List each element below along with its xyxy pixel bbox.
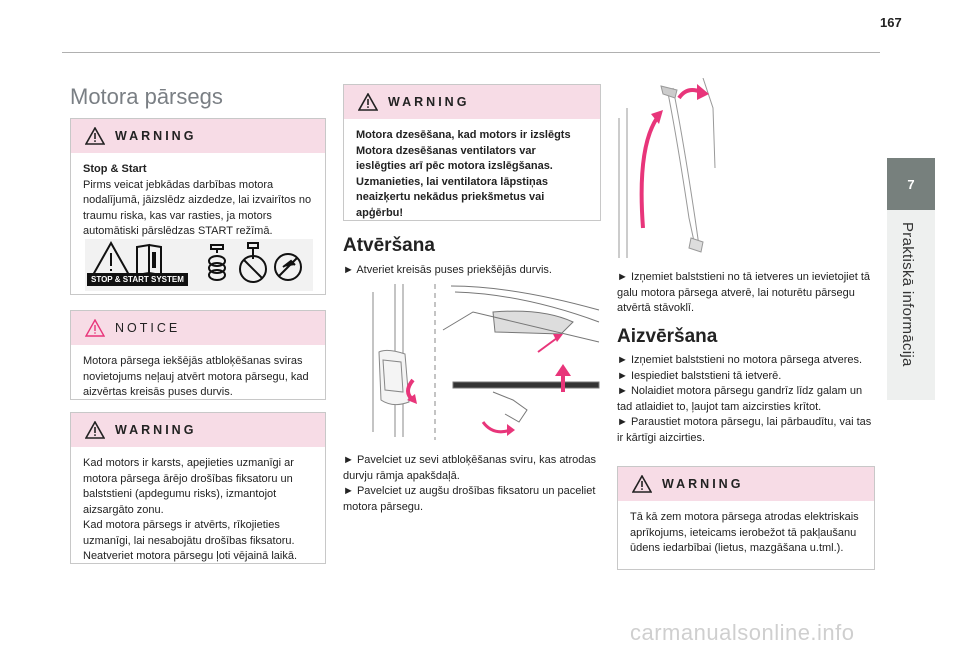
opening-step-1: ► Atveriet kreisās puses priekšējās durv… [343,264,552,276]
warning-body: Tā kā zem motora pārsega atrodas elektri… [630,511,859,554]
warning-label: WARNING [388,95,470,109]
warning-body: Pirms veicat jebkādas darbības motora no… [83,178,312,238]
spring-icon [208,244,226,281]
warning-box-stop-start: WARNING Stop & Start Pirms veicat jebkād… [70,118,326,295]
notice-body: Motora pārsega iekšējās atbloķēšanas svi… [83,355,309,398]
warning-box-water: WARNING Tā kā zem motora pārsega atrodas… [617,466,875,570]
hood-stay-illustration [618,77,716,258]
warning-body-2: Kad motora pārsegs ir atvērts, rīkojieti… [83,519,298,562]
chapter-side-panel [887,210,935,400]
warning-label: WARNING [115,129,197,143]
closing-step-2: ► Iespiediet balststieni tā ietverē. [617,369,782,382]
notice-box: NOTICE Motora pārsega iekšējās atbloķēša… [70,310,326,400]
warning-body-1: Kad motors ir karsts, apejieties uzmanīg… [83,457,294,516]
warning-title: Stop & Start [83,163,147,175]
stop-start-pictograms: STOP & START SYSTEM [85,239,313,291]
opening-step-3: ► Pavelciet uz augšu drošības fiksatoru … [343,485,596,513]
door-frame-illustration [372,284,436,440]
section-title: Motora pārsegs [70,84,223,109]
notice-header: NOTICE [71,311,325,345]
warning-triangle-icon [632,475,652,493]
warning-triangle-icon [85,127,105,145]
warning-label: WARNING [115,423,197,437]
insert-arrow-icon [677,84,709,100]
hood-strut-figure [617,77,717,263]
warning-header: WARNING [618,467,874,501]
opening-title: Atvēršana [343,235,435,256]
warning-box-fan: WARNING Motora dzesēšana, kad motors ir … [343,84,601,221]
closing-step-3: ► Nolaidiet motora pārsegu gandrīz līdz … [617,385,863,413]
manual-book-icon [136,243,162,277]
footer-watermark[interactable]: carmanualsonline.info [630,620,855,645]
warning-header: WARNING [344,85,600,119]
warning-box-hot-engine: WARNING Kad motors ir karsts, apejieties… [70,412,326,564]
notice-label: NOTICE [115,321,181,335]
warning-header: WARNING [71,413,325,447]
warning-body: Motora dzesēšana, kad motors ir izslēgts… [356,129,571,219]
opening-steps-2-3: ► Pavelciet uz sevi atbloķēšanas sviru, … [343,453,605,515]
closing-step-1: ► Izņemiet balststieni no motora pārsega… [617,354,863,366]
lift-arrow-icon [537,334,571,392]
hood-car-illustration [442,285,600,423]
page-number: 167 [880,15,902,30]
warning-triangle-icon [85,421,105,439]
pull-arrow-icon [406,378,417,404]
warning-label: WARNING [662,477,744,491]
closing-step-4: ► Paraustiet motora pārsegu, lai pārbaud… [617,416,872,444]
opening-step-2: ► Pavelciet uz sevi atbloķēšanas sviru, … [343,454,597,482]
warning-header: WARNING [71,119,325,153]
closing-title: Aizvēršana [617,326,718,347]
raise-strut-arrow-icon [639,110,663,229]
closing-steps: ► Izņemiet balststieni no motora pārsega… [617,353,879,446]
header-divider [62,52,880,53]
hood-release-figure [343,282,603,442]
caution-pictogram-icon [91,240,131,276]
notice-triangle-icon [85,319,105,337]
no-spring-icon [239,242,267,283]
chapter-title: Praktiskā informācija [899,222,916,367]
stop-start-badge: STOP & START SYSTEM [87,273,188,286]
catch-arrow-icon [481,421,515,436]
chapter-number-tab[interactable]: 7 [887,158,935,210]
warning-triangle-icon [358,93,378,111]
no-hand-icon [274,253,302,281]
strut-step: ► Izņemiet balststieni no tā ietveres un… [617,271,871,314]
